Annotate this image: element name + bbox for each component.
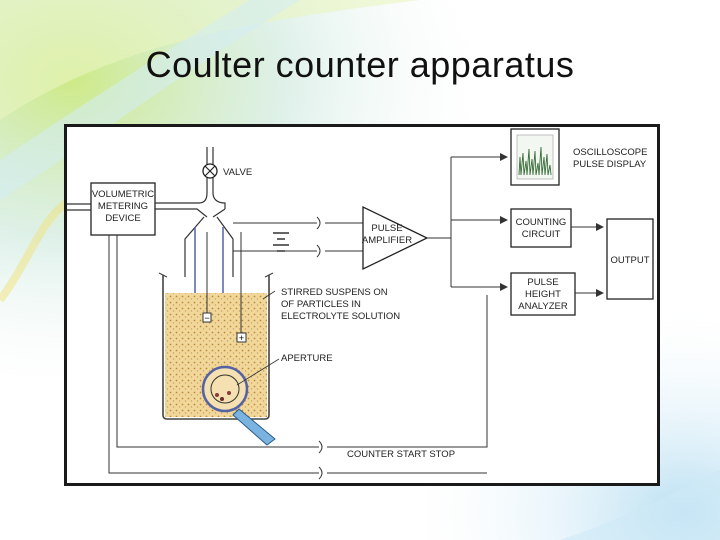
valve: VALVE	[202, 163, 252, 179]
pha-label-2: HEIGHT	[525, 289, 561, 300]
volumetric-label-3: DEVICE	[105, 213, 140, 224]
minus-sign: −	[204, 313, 209, 323]
suspension-label-1: STIRRED SUSPENS ON	[281, 287, 388, 298]
pulse-height-analyzer: PULSE HEIGHT ANALYZER	[510, 272, 576, 316]
oscilloscope: OSCILLOSCOPE PULSE DISPLAY	[510, 128, 647, 186]
counting-circuit: COUNTING CIRCUIT	[510, 208, 572, 248]
pha-label-3: ANALYZER	[518, 301, 568, 312]
volumetric-metering-device: VOLUMETRIC METERING DEVICE	[90, 182, 156, 236]
oscilloscope-label-2: PULSE DISPLAY	[573, 159, 647, 170]
pha-label-1: PULSE	[527, 277, 558, 288]
suspension-label-3: ELECTROLYTE SOLUTION	[281, 311, 400, 322]
pulse-amplifier: PULSE AMPLIFIER	[362, 205, 429, 271]
counting-label-2: CIRCUIT	[522, 229, 561, 240]
output-label: OUTPUT	[610, 255, 649, 266]
output-box: OUTPUT	[571, 218, 654, 300]
oscilloscope-label-1: OSCILLOSCOPE	[573, 147, 647, 158]
volumetric-label-2: METERING	[98, 201, 148, 212]
plus-sign: +	[239, 333, 244, 343]
slide-title: Coulter counter apparatus	[145, 44, 575, 85]
diagram-canvas: VOLUMETRIC METERING DEVICE VALVE − +	[67, 128, 654, 480]
battery-icon	[273, 232, 289, 252]
pulse-amplifier-label-1: PULSE	[371, 223, 402, 234]
pulse-amplifier-label-2: AMPLIFIER	[362, 235, 412, 246]
coulter-diagram: VOLUMETRIC METERING DEVICE VALVE − +	[64, 124, 660, 486]
suspension-label-2: OF PARTICLES IN	[281, 299, 361, 310]
volumetric-label-1: VOLUMETRIC	[92, 189, 154, 200]
aperture-label: APERTURE	[281, 353, 333, 364]
counting-label-1: COUNTING	[516, 217, 567, 228]
aperture-magnifier	[201, 365, 276, 446]
counter-start-stop-label: COUNTER START STOP	[347, 449, 455, 460]
valve-label: VALVE	[223, 167, 252, 178]
